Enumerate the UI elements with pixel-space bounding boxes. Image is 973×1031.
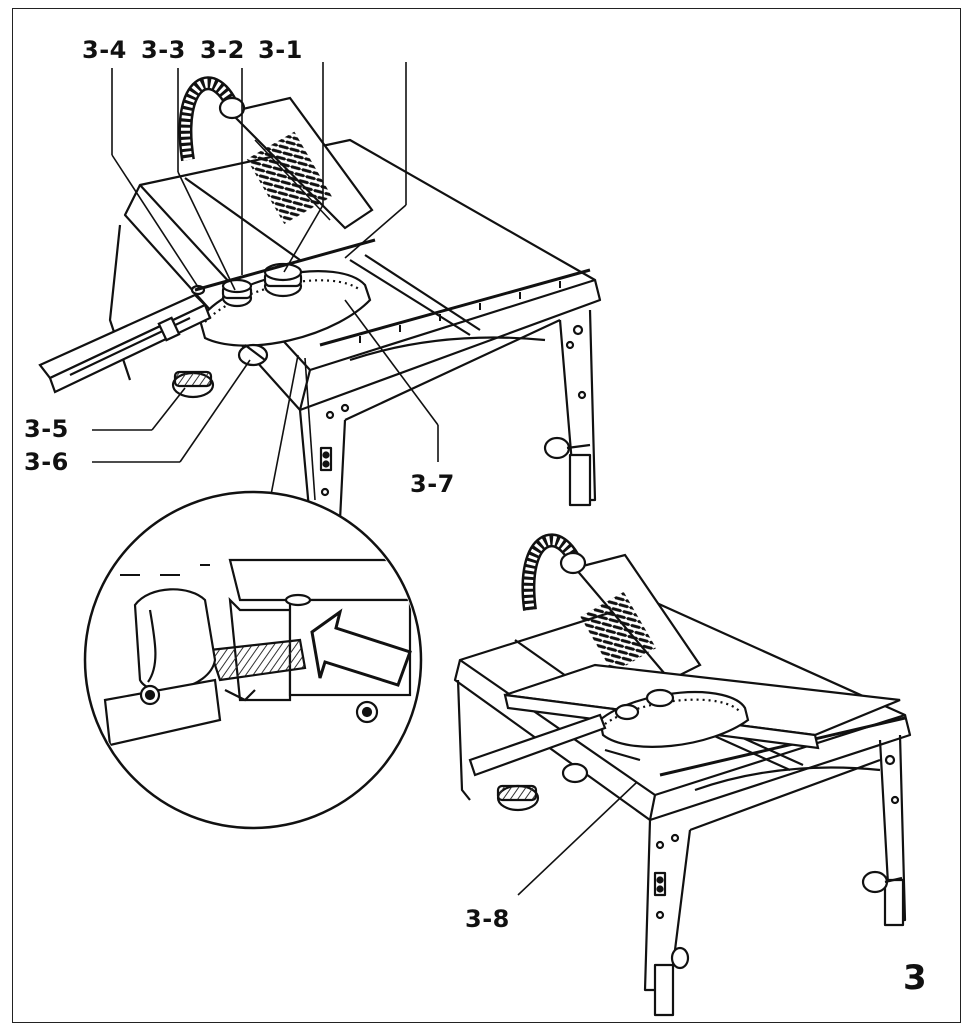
label-3-1: 3-1: [258, 36, 303, 64]
leader-lines: [92, 62, 656, 896]
label-3-8: 3-8: [465, 905, 510, 933]
label-3-4: 3-4: [82, 36, 127, 64]
label-3-7: 3-7: [410, 470, 455, 498]
detail-circle: [83, 490, 423, 830]
label-3-6: 3-6: [24, 448, 69, 476]
saw-unit-top: [178, 76, 374, 230]
saw-unit-bottom: [521, 533, 702, 682]
label-3-3: 3-3: [141, 36, 186, 64]
mitre-gauge-bottom: [468, 663, 901, 812]
label-3-2: 3-2: [200, 36, 245, 64]
figure-number: 3: [903, 958, 928, 998]
mitre-gauge-top: [38, 238, 376, 399]
label-3-5: 3-5: [24, 415, 69, 443]
